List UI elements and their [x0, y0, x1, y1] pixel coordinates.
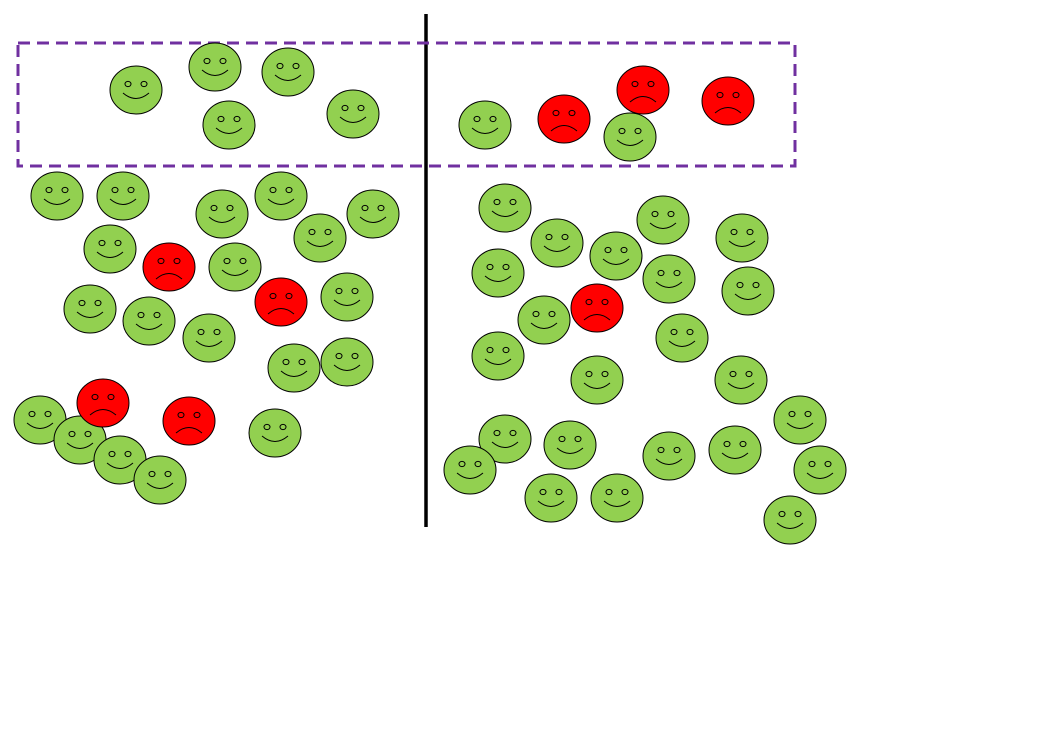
happy-face-icon	[30, 171, 84, 221]
happy-face-icon	[248, 408, 302, 458]
happy-face-icon	[478, 414, 532, 464]
happy-face-icon	[53, 415, 107, 465]
happy-face-icon	[721, 266, 775, 316]
sad-face-icon	[701, 76, 755, 126]
happy-face-icon	[320, 337, 374, 387]
happy-face-icon	[708, 425, 762, 475]
happy-face-icon	[96, 171, 150, 221]
happy-face-icon	[267, 343, 321, 393]
sad-face-icon	[76, 378, 130, 428]
happy-face-icon	[346, 189, 400, 239]
happy-face-icon	[195, 189, 249, 239]
happy-face-icon	[133, 455, 187, 505]
happy-face-icon	[13, 395, 67, 445]
happy-face-icon	[188, 42, 242, 92]
happy-face-icon	[543, 420, 597, 470]
happy-face-icon	[590, 473, 644, 523]
happy-face-icon	[478, 183, 532, 233]
happy-face-icon	[714, 355, 768, 405]
sad-face-icon	[537, 94, 591, 144]
happy-face-icon	[763, 495, 817, 545]
sad-face-icon	[616, 65, 670, 115]
happy-face-icon	[320, 272, 374, 322]
selected-sample-box	[16, 41, 797, 168]
happy-face-icon	[636, 195, 690, 245]
sad-face-icon	[254, 277, 308, 327]
happy-face-icon	[458, 100, 512, 150]
faces-layer	[13, 42, 847, 545]
happy-face-icon	[122, 296, 176, 346]
happy-face-icon	[202, 100, 256, 150]
happy-face-icon	[471, 331, 525, 381]
happy-face-icon	[443, 445, 497, 495]
happy-face-icon	[109, 65, 163, 115]
happy-face-icon	[63, 284, 117, 334]
happy-face-icon	[182, 313, 236, 363]
happy-face-icon	[293, 213, 347, 263]
happy-face-icon	[254, 171, 308, 221]
happy-face-icon	[773, 395, 827, 445]
happy-face-icon	[570, 355, 624, 405]
happy-face-icon	[655, 313, 709, 363]
happy-face-icon	[524, 473, 578, 523]
happy-face-icon	[642, 431, 696, 481]
happy-face-icon	[793, 445, 847, 495]
happy-face-icon	[715, 213, 769, 263]
happy-face-icon	[589, 231, 643, 281]
happy-face-icon	[530, 218, 584, 268]
happy-face-icon	[326, 89, 380, 139]
happy-face-icon	[603, 112, 657, 162]
happy-face-icon	[261, 47, 315, 97]
happy-face-icon	[83, 224, 137, 274]
happy-face-icon	[517, 295, 571, 345]
sad-face-icon	[142, 242, 196, 292]
sad-face-icon	[162, 396, 216, 446]
happy-face-icon	[208, 242, 262, 292]
happy-face-icon	[642, 254, 696, 304]
sad-face-icon	[570, 283, 624, 333]
happy-face-icon	[471, 248, 525, 298]
